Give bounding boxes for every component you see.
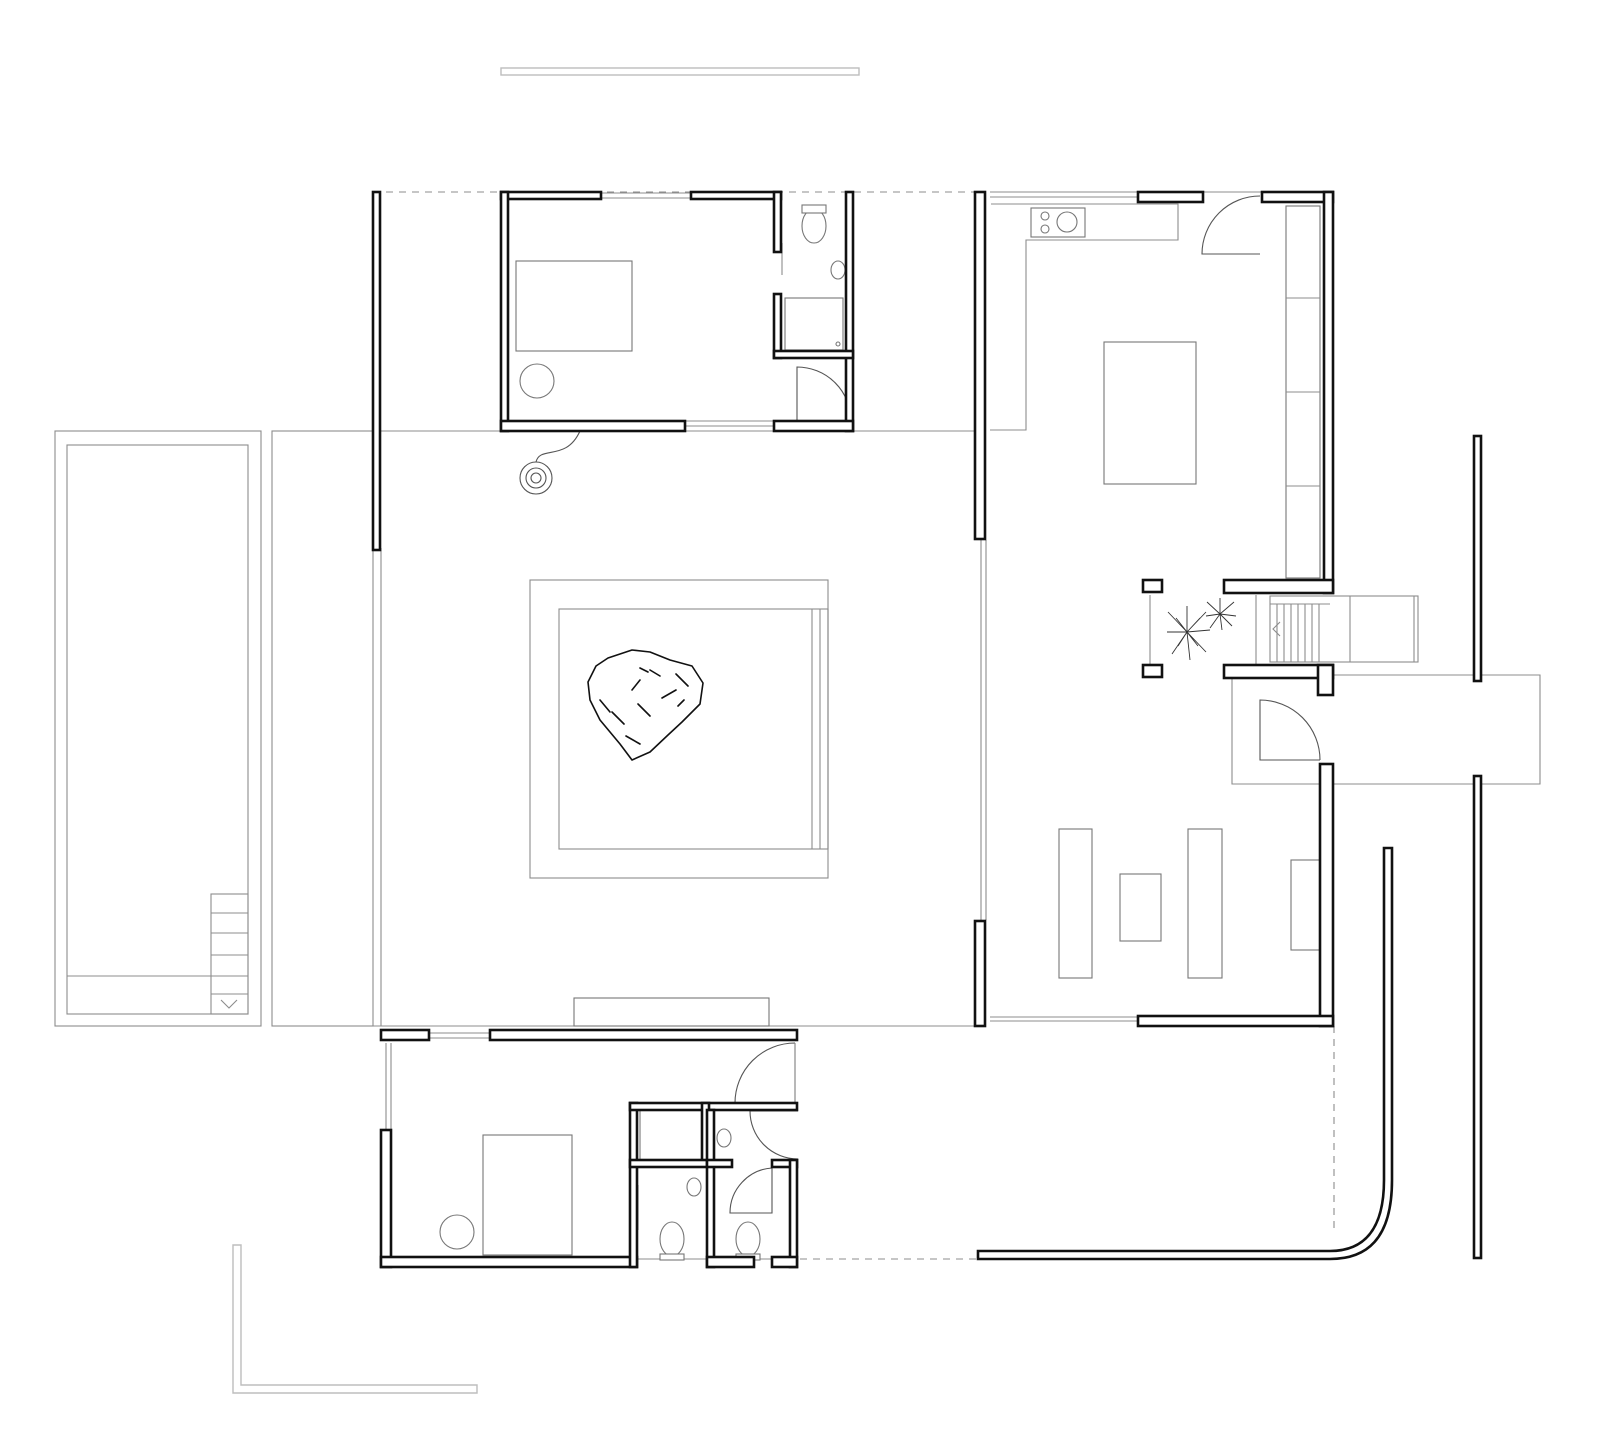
wall <box>379 1255 639 1269</box>
plant-icon <box>1167 598 1237 661</box>
pond-inner <box>558 608 829 850</box>
shower-icon <box>639 1109 703 1161</box>
toilet-icon <box>659 1221 685 1257</box>
sofa-right <box>1187 828 1223 979</box>
wall <box>1222 578 1335 595</box>
door-swing-icon <box>1259 699 1321 761</box>
wall <box>1136 1014 1335 1028</box>
wall <box>770 1255 799 1269</box>
wall <box>1141 578 1164 594</box>
stair-arrow-icon <box>1272 621 1281 637</box>
wall <box>1472 774 1483 1260</box>
door-swing-icon <box>729 1167 773 1214</box>
stair-arrow-icon <box>220 999 238 1009</box>
door-swing-icon <box>734 1042 796 1104</box>
wall <box>499 190 510 433</box>
garden-wall-corner <box>232 1244 478 1394</box>
side-table <box>519 363 555 399</box>
fire-pit-icon <box>519 430 581 495</box>
courtyard-bench <box>573 997 770 1027</box>
wall <box>1136 190 1205 204</box>
sideboard <box>1290 859 1321 951</box>
sink-icon <box>716 1128 732 1148</box>
landscape <box>232 67 860 1394</box>
wall <box>379 1128 393 1269</box>
bedroom-bottom <box>385 1032 980 1261</box>
door-swing-icon <box>1201 195 1261 255</box>
wall <box>499 419 687 433</box>
wall <box>379 1028 431 1042</box>
pool-ladder <box>210 893 249 1015</box>
living-wing <box>980 191 1335 1232</box>
walls <box>371 190 1483 1269</box>
entry-porch <box>1231 674 1541 785</box>
curved-garden-wall <box>976 846 1394 1261</box>
wall <box>628 1101 639 1269</box>
pool-deck <box>271 430 374 1027</box>
wall <box>499 190 603 201</box>
wall <box>1318 762 1335 1028</box>
boulder-icon <box>587 649 704 761</box>
wall <box>628 1158 711 1169</box>
wall <box>1316 663 1335 697</box>
coffee-table <box>1119 873 1162 942</box>
wall <box>705 1255 756 1269</box>
side-table <box>439 1214 475 1250</box>
wall <box>772 349 855 360</box>
wall <box>371 190 382 552</box>
stair <box>1269 595 1419 663</box>
wall <box>772 419 855 433</box>
toilet-tank <box>801 204 827 214</box>
wall <box>689 190 783 201</box>
wall <box>1322 190 1335 595</box>
pool-outer <box>54 430 262 1027</box>
bed <box>482 1134 573 1256</box>
door-swing-icon <box>796 366 852 422</box>
wall <box>772 292 783 360</box>
sink-icon <box>830 260 846 280</box>
kitchen-island <box>1103 341 1197 485</box>
wall <box>1472 434 1483 683</box>
toilet-icon <box>801 208 827 244</box>
wall <box>772 190 783 254</box>
bench-top <box>500 67 860 76</box>
sofa-left <box>1058 828 1093 979</box>
entry <box>1149 595 1541 785</box>
stove-icon <box>1030 207 1086 238</box>
wall <box>1141 663 1164 679</box>
wall <box>973 919 987 1028</box>
pool <box>54 430 374 1027</box>
kitchen-counter <box>990 203 1179 431</box>
wall <box>1260 190 1335 204</box>
wall <box>844 190 855 433</box>
door-swing-icon <box>749 1110 799 1160</box>
bed <box>515 260 633 352</box>
wall <box>973 190 987 541</box>
wall <box>788 1158 799 1269</box>
shower-drain <box>835 341 841 347</box>
shower-icon <box>784 297 844 351</box>
pool-inner <box>66 444 249 1015</box>
bedroom-top <box>515 192 852 427</box>
wall <box>705 1158 734 1169</box>
wall <box>1222 663 1335 680</box>
wall <box>705 1108 716 1269</box>
wall <box>488 1028 799 1042</box>
courtyard <box>373 191 980 1027</box>
toilet-tank <box>659 1253 685 1261</box>
sink-icon <box>686 1177 702 1197</box>
toilet-icon <box>735 1221 761 1257</box>
pond-outer <box>529 579 829 879</box>
